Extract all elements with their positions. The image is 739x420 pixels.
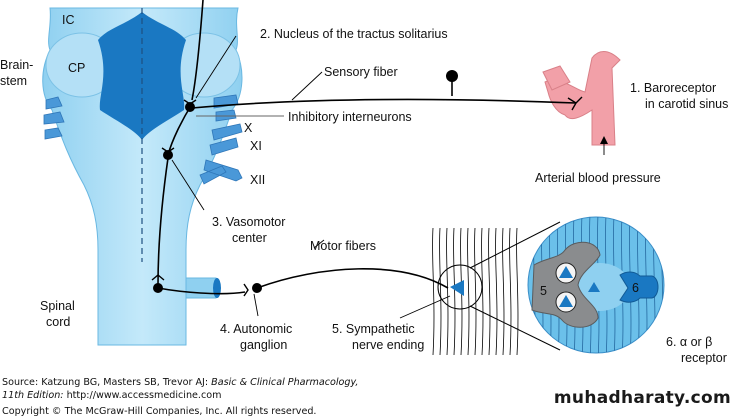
motor-fiber-post xyxy=(256,268,449,289)
nts-neuron xyxy=(185,102,195,112)
vasomotor-descending xyxy=(157,157,169,286)
synapse-inset xyxy=(527,216,665,354)
nerve-root-xii xyxy=(199,159,243,185)
sympathetic-ending-marker xyxy=(450,280,464,296)
synapses xyxy=(153,70,458,293)
label-receptor-2: receptor xyxy=(681,351,727,365)
nerve-root-xi xyxy=(209,123,243,156)
spinal-neuron xyxy=(153,283,163,293)
label-inset-5: 5 xyxy=(540,284,547,298)
label-brainstem-2: stem xyxy=(0,74,27,88)
label-receptor-1: 6. α or β xyxy=(666,335,712,349)
nerve-terminal xyxy=(531,241,601,328)
label-baroreceptor-2: in carotid sinus xyxy=(645,97,728,111)
label-motor-fibers: Motor fibers xyxy=(310,239,376,253)
sensory-ganglion-cell xyxy=(446,70,458,82)
carotid-sinus xyxy=(544,51,621,146)
vasomotor-neuron xyxy=(163,150,173,160)
nerve-root-left xyxy=(43,96,65,140)
label-arterial-bp: Arterial blood pressure xyxy=(535,171,661,185)
label-sympathetic-2: nerve ending xyxy=(352,338,424,352)
source-edition-line: 11th Edition: http://www.accessmedicine.… xyxy=(2,390,221,401)
label-cp: CP xyxy=(68,61,85,75)
watermark: muhadharaty.com xyxy=(553,388,731,408)
label-inhibitory: Inhibitory interneurons xyxy=(288,110,412,124)
label-nts: 2. Nucleus of the tractus solitarius xyxy=(260,27,448,41)
label-nerve-x: X xyxy=(244,121,253,135)
label-ganglion-2: ganglion xyxy=(240,338,287,352)
label-nerve-xi: XI xyxy=(250,139,262,153)
source-edition: 11th Edition: xyxy=(2,390,64,401)
label-spinal-cord-2: cord xyxy=(46,315,70,329)
source-url[interactable]: http://www.accessmedicine.com xyxy=(63,390,222,401)
ganglion-neuron xyxy=(252,283,262,293)
magnify-circle xyxy=(437,264,483,310)
released-transmitter xyxy=(588,282,600,292)
sensory-fiber-line xyxy=(191,98,577,109)
smooth-muscle xyxy=(432,227,519,356)
label-sympathetic-1: 5. Sympathetic xyxy=(332,322,415,336)
synapse-marks xyxy=(151,96,583,297)
source-prefix: Source: Katzung BG, Masters SB, Trevor A… xyxy=(2,377,212,388)
label-spinal-cord-1: Spinal xyxy=(40,299,75,313)
brainstem xyxy=(42,7,243,346)
label-sensory-fiber: Sensory fiber xyxy=(324,65,398,79)
source-title: Basic & Clinical Pharmacology, xyxy=(211,377,359,388)
source-citation: Source: Katzung BG, Masters SB, Trevor A… xyxy=(2,377,358,388)
label-ic: IC xyxy=(62,13,75,27)
spinal-root-end xyxy=(213,278,221,298)
cranial-nerve-roots xyxy=(43,94,243,185)
carotid-artery xyxy=(542,51,621,146)
motor-fiber-pre xyxy=(157,287,246,295)
label-nerve-xii: XII xyxy=(250,173,265,187)
spinal-root xyxy=(185,277,217,299)
neural-pathway xyxy=(157,0,577,295)
descending-fiber xyxy=(191,0,204,101)
copyright: Copyright © The McGraw-Hill Companies, I… xyxy=(2,406,317,417)
fourth-ventricle xyxy=(98,12,186,140)
label-inset-6: 6 xyxy=(632,281,639,295)
label-brainstem-1: Brain- xyxy=(0,58,33,72)
label-vasomotor-1: 3. Vasomotor xyxy=(212,215,285,229)
bp-arrow-head xyxy=(600,136,608,144)
label-ganglion-1: 4. Autonomic xyxy=(220,322,292,336)
label-baroreceptor-1: 1. Baroreceptor xyxy=(630,81,716,95)
label-vasomotor-2: center xyxy=(232,231,267,245)
receptor-6 xyxy=(619,271,659,303)
